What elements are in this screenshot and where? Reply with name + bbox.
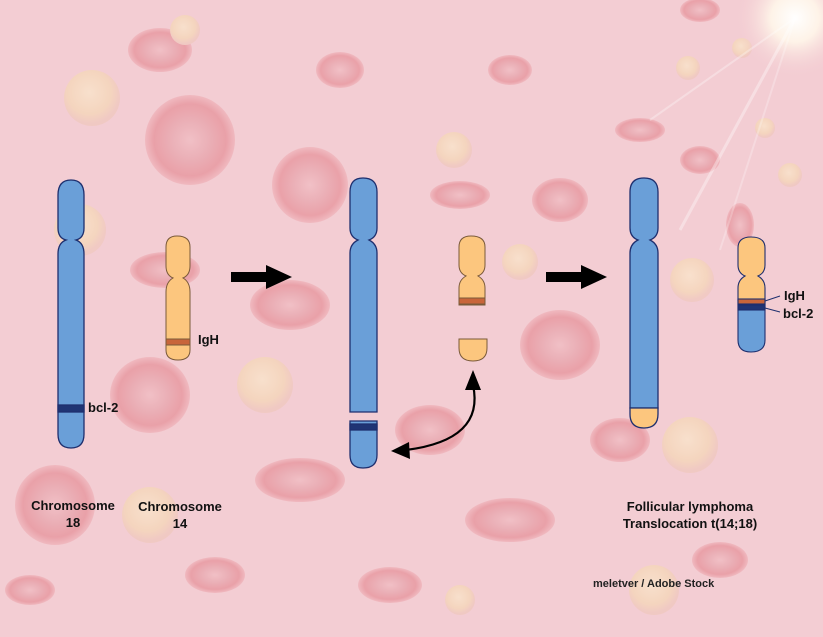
chromosome-18-caption-line2: 18 xyxy=(65,515,81,530)
yellow-cell-icon xyxy=(445,585,475,615)
derivative-chromosome-18 xyxy=(629,177,659,429)
red-blood-cell-icon xyxy=(532,178,588,222)
yellow-cell-icon xyxy=(502,244,538,280)
result-igh-label: IgH xyxy=(784,288,805,303)
red-blood-cell-icon xyxy=(395,405,465,455)
chromosome-14-caption-line2: 14 xyxy=(172,516,188,531)
result-caption: Follicular lymphoma Translocation t(14;1… xyxy=(600,498,780,532)
chromosome-18-caption: Chromosome 18 xyxy=(18,497,128,531)
red-blood-cell-icon xyxy=(488,55,532,85)
bcl2-label: bcl-2 xyxy=(88,400,119,415)
yellow-cell-icon xyxy=(778,163,802,187)
igh-label: IgH xyxy=(198,332,219,347)
right-arrow-icon xyxy=(231,265,292,289)
bcl2-band xyxy=(349,423,378,431)
red-blood-cell-icon xyxy=(692,542,748,578)
red-blood-cell-icon xyxy=(680,0,720,22)
yellow-cell-icon xyxy=(64,70,120,126)
red-blood-cell-icon xyxy=(465,498,555,542)
chromosome-18-caption-line1: Chromosome xyxy=(31,498,115,513)
chromosome-14 xyxy=(165,235,191,361)
result-bcl2-label: bcl-2 xyxy=(783,306,814,321)
light-glow-icon xyxy=(649,0,823,251)
chromosome-14-broken xyxy=(458,235,488,362)
igh-band xyxy=(737,298,766,305)
red-blood-cell-icon xyxy=(255,458,345,502)
red-blood-cell-icon xyxy=(615,118,665,142)
red-blood-cell-icon xyxy=(680,146,720,174)
igh-band xyxy=(458,297,486,305)
red-blood-cell-icon xyxy=(590,418,650,462)
result-caption-line2: Translocation t(14;18) xyxy=(622,516,758,531)
red-blood-cell-icon xyxy=(358,567,422,603)
chromosome-18 xyxy=(57,179,85,449)
red-blood-cell-icon xyxy=(430,181,490,209)
background-cells xyxy=(5,0,802,615)
red-blood-cell-icon xyxy=(15,465,95,545)
yellow-cell-icon xyxy=(662,417,718,473)
chromosome-14-caption-line1: Chromosome xyxy=(138,499,222,514)
red-blood-cell-icon xyxy=(726,203,754,247)
red-blood-cell-icon xyxy=(185,557,245,593)
curved-double-arrow-icon xyxy=(391,370,481,459)
red-blood-cell-icon xyxy=(316,52,364,88)
red-blood-cell-icon xyxy=(250,280,330,330)
yellow-cell-icon xyxy=(436,132,472,168)
result-caption-line1: Follicular lymphoma xyxy=(626,499,754,514)
yellow-cell-icon xyxy=(122,487,178,543)
red-blood-cell-icon xyxy=(110,357,190,433)
yellow-cell-icon xyxy=(676,56,700,80)
yellow-cell-icon xyxy=(237,357,293,413)
red-blood-cell-icon xyxy=(145,95,235,185)
yellow-cell-icon xyxy=(629,565,679,615)
chromosome-14-caption: Chromosome 14 xyxy=(125,498,235,532)
yellow-cell-icon xyxy=(670,258,714,302)
bcl2-band xyxy=(57,404,85,413)
chromosome-18-broken xyxy=(349,177,378,469)
yellow-cell-icon xyxy=(170,15,200,45)
red-blood-cell-icon xyxy=(520,310,600,380)
red-blood-cell-icon xyxy=(272,147,348,223)
right-arrow-icon xyxy=(546,265,607,289)
bcl2-band xyxy=(737,304,766,311)
yellow-cell-icon xyxy=(755,118,775,138)
credit-text: meletver / Adobe Stock xyxy=(593,578,715,590)
igh-band xyxy=(165,338,191,346)
red-blood-cell-icon xyxy=(5,575,55,605)
derivative-chromosome-14 xyxy=(737,236,781,353)
